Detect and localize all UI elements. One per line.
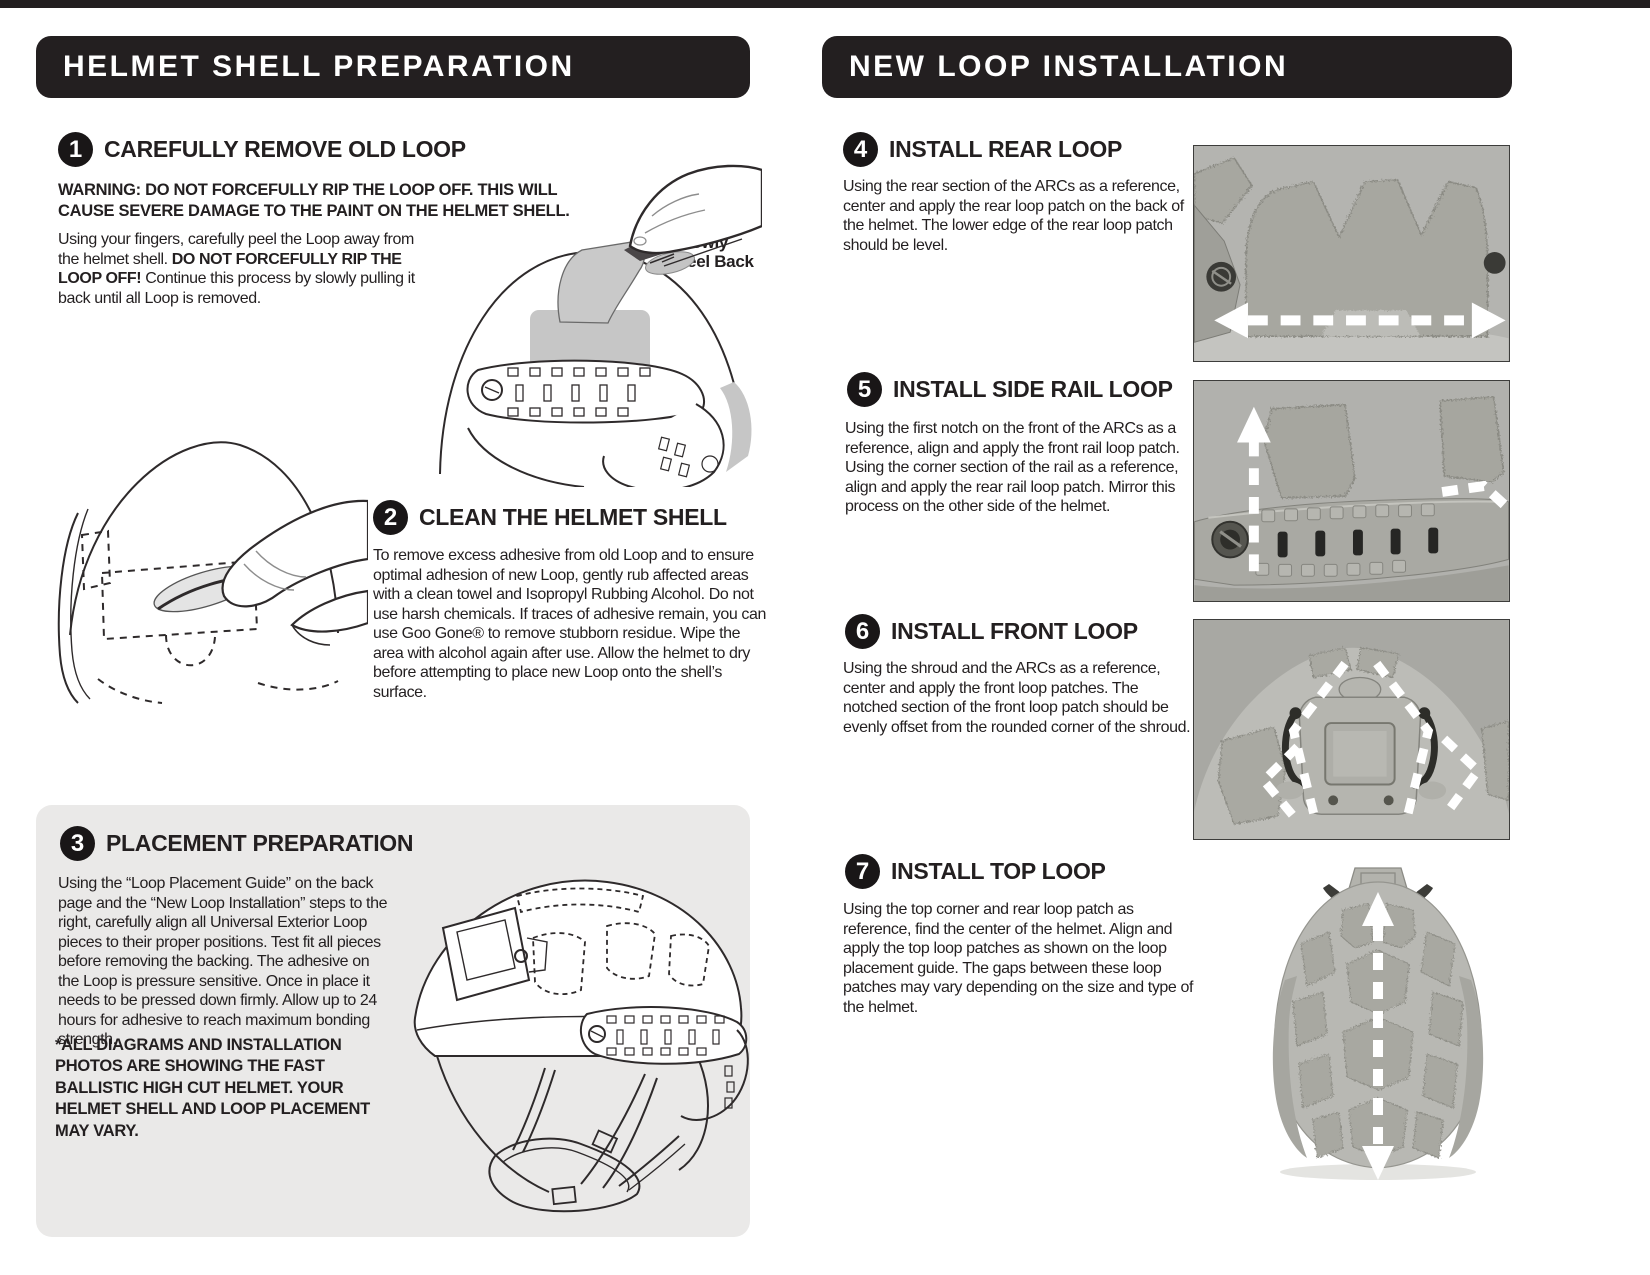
rail-loop-patch xyxy=(1263,404,1356,499)
rear-loop-patch xyxy=(1245,178,1489,337)
level-arrow-dashed xyxy=(1214,302,1506,339)
side-rail-photo xyxy=(1193,380,1510,602)
front-loop-photo xyxy=(1193,619,1510,840)
center-axis-arrow-dashed xyxy=(1362,892,1394,1180)
page-top-edge xyxy=(0,0,1650,8)
step-4-heading: 4 INSTALL REAR LOOP xyxy=(843,132,1122,167)
offset-guides-dashed xyxy=(1257,660,1484,822)
rear-rail-dashed-line xyxy=(1441,480,1509,510)
step-1-heading: 1 CAREFULLY REMOVE OLD LOOP xyxy=(58,132,466,167)
callout-pointer-line xyxy=(663,238,743,267)
section-header-left-label: HELMET SHELL PREPARATION xyxy=(63,50,575,83)
step-2-title: CLEAN THE HELMET SHELL xyxy=(419,504,727,530)
step-3-title: PLACEMENT PREPARATION xyxy=(106,830,414,856)
step-6-title: INSTALL FRONT LOOP xyxy=(891,618,1138,644)
step-4-title: INSTALL REAR LOOP xyxy=(889,136,1122,162)
pinching-hand xyxy=(628,164,762,255)
top-loop-photo xyxy=(1243,852,1513,1182)
step-5-title: INSTALL SIDE RAIL LOOP xyxy=(893,376,1173,402)
step-7-heading: 7 INSTALL TOP LOOP xyxy=(845,854,1106,889)
shroud-clip-left xyxy=(1281,708,1309,789)
helmet-wipe-illustration xyxy=(38,383,368,718)
step-2-heading: 2 CLEAN THE HELMET SHELL xyxy=(373,500,727,535)
step-6-heading: 6 INSTALL FRONT LOOP xyxy=(845,614,1138,649)
section-header-helmet-shell-preparation: HELMET SHELL PREPARATION xyxy=(36,36,750,98)
step-7-body: Using the top corner and rear loop patch… xyxy=(843,901,1194,1016)
step-4-number-badge: 4 xyxy=(843,132,878,167)
step-6-body: Using the shroud and the ARCs as a refer… xyxy=(843,660,1191,736)
step-3-heading: 3 PLACEMENT PREPARATION xyxy=(60,826,414,861)
step-7-number-badge: 7 xyxy=(845,854,880,889)
diagram-disclaimer: *ALL DIAGRAMS AND INSTALLATION PHOTOS AR… xyxy=(55,1036,370,1140)
step-1-body: Using your fingers, carefully peel the L… xyxy=(58,231,415,307)
step-2-body: To remove excess adhesive from old Loop … xyxy=(373,547,767,701)
step-5-number-badge: 5 xyxy=(847,372,882,407)
step-5-body: Using the first notch on the front of th… xyxy=(845,420,1180,516)
step-7-title: INSTALL TOP LOOP xyxy=(891,858,1106,884)
step-3-number-badge: 3 xyxy=(60,826,95,861)
front-loop-patch xyxy=(1217,726,1287,825)
step-2-number-badge: 2 xyxy=(373,500,408,535)
section-header-right-label: NEW LOOP INSTALLATION xyxy=(849,50,1289,83)
step-1-title: CAREFULLY REMOVE OLD LOOP xyxy=(104,136,466,162)
step-4-body: Using the rear section of the ARCs as a … xyxy=(843,178,1184,254)
step-1-number-badge: 1 xyxy=(58,132,93,167)
front-rail-arrow-dashed xyxy=(1237,406,1271,572)
step-3-body: Using the “Loop Placement Guide” on the … xyxy=(58,875,388,1049)
step-5-heading: 5 INSTALL SIDE RAIL LOOP xyxy=(847,372,1173,407)
step-1-warning: WARNING: DO NOT FORCEFULLY RIP THE LOOP … xyxy=(58,181,570,220)
helmet-peel-illustration xyxy=(412,142,762,487)
step-6-number-badge: 6 xyxy=(845,614,880,649)
section-header-new-loop-installation: NEW LOOP INSTALLATION xyxy=(822,36,1512,98)
wiping-hand xyxy=(221,499,368,608)
fast-helmet-illustration xyxy=(395,838,755,1223)
rear-loop-photo xyxy=(1193,145,1510,362)
